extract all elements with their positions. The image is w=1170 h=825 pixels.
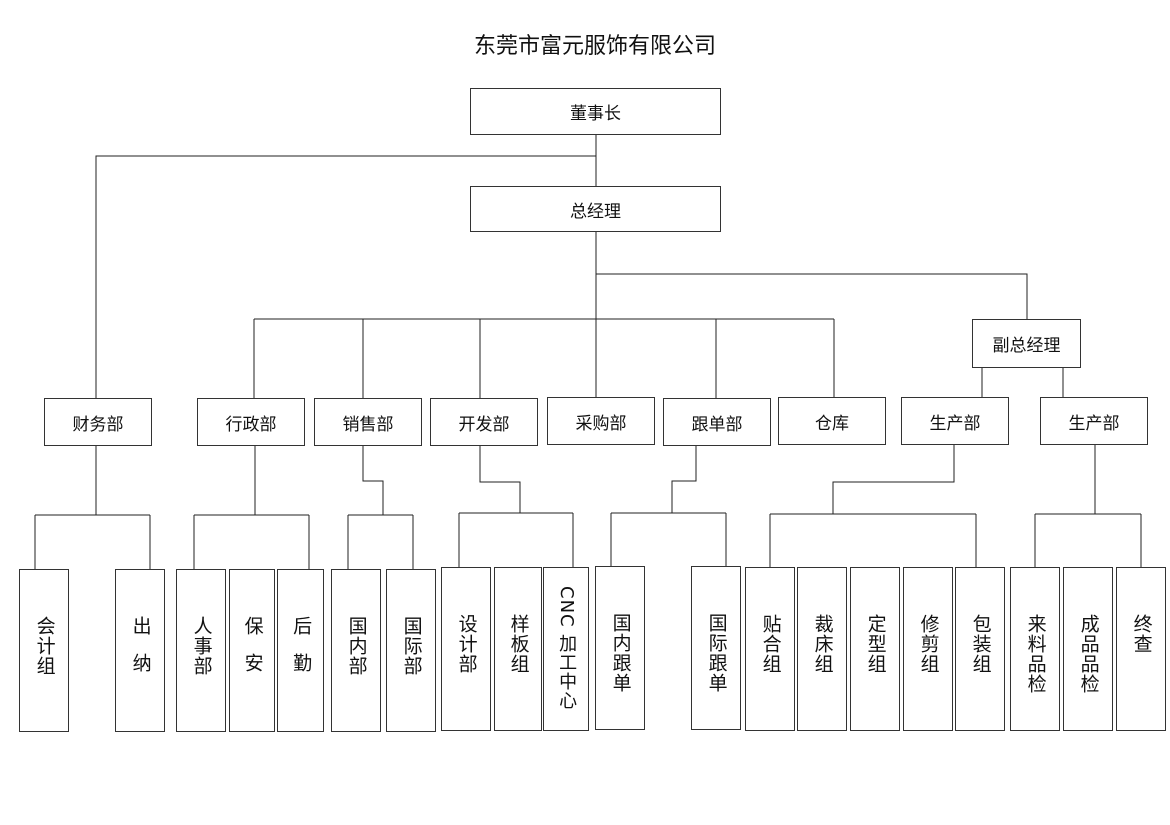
dept-sales-label: 销售部 [342, 414, 394, 435]
dept-sales: 销售部 [314, 398, 422, 446]
unit-product-qc: 成品品检 [1063, 567, 1113, 731]
unit-design-label: 设计部 [455, 614, 478, 674]
unit-domestic-merch-label: 国内跟单 [609, 613, 632, 693]
chairman-box: 董事长 [470, 88, 721, 135]
company-title: 东莞市富元服饰有限公司 [473, 34, 716, 59]
unit-logistics-label: 后勤 [290, 616, 313, 690]
unit-accounting: 会计组 [19, 569, 69, 732]
unit-packing: 包装组 [955, 567, 1005, 731]
unit-design: 设计部 [441, 567, 491, 731]
unit-cnc-label: CNC 加工中心 [556, 586, 578, 711]
unit-security: 保安 [229, 569, 275, 732]
dept-production-1-label: 生产部 [929, 413, 981, 434]
unit-domestic-label: 国内部 [345, 616, 368, 676]
vice-general-manager-box: 副总经理 [972, 319, 1081, 368]
unit-final-check-label: 终查 [1130, 614, 1153, 654]
dept-development: 开发部 [430, 398, 538, 446]
unit-cutting-label: 裁床组 [811, 614, 834, 674]
dept-warehouse: 仓库 [778, 397, 886, 445]
unit-hr-label: 人事部 [190, 616, 213, 676]
unit-domestic: 国内部 [331, 569, 381, 732]
dept-purchasing-label: 采购部 [575, 413, 627, 434]
unit-pattern-label: 样板组 [507, 614, 530, 674]
unit-international: 国际部 [386, 569, 436, 732]
unit-international-label: 国际部 [400, 616, 423, 676]
dept-finance: 财务部 [44, 398, 152, 446]
unit-final-check: 终查 [1116, 567, 1166, 731]
unit-product-qc-label: 成品品检 [1077, 614, 1100, 694]
general-manager-box: 总经理 [470, 186, 721, 232]
dept-production-2: 生产部 [1040, 397, 1148, 445]
dept-merchandising-label: 跟单部 [691, 414, 743, 435]
unit-shaping: 定型组 [850, 567, 900, 731]
unit-trimming-label: 修剪组 [917, 614, 940, 674]
unit-intl-merch-label: 国际跟单 [705, 613, 728, 693]
dept-merchandising: 跟单部 [663, 398, 771, 446]
unit-bonding-label: 贴合组 [759, 614, 782, 674]
dept-warehouse-label: 仓库 [815, 413, 849, 434]
dept-admin-label: 行政部 [225, 414, 277, 435]
unit-hr: 人事部 [176, 569, 226, 732]
unit-logistics: 后勤 [277, 569, 324, 732]
unit-cashier-label: 出纳 [129, 616, 152, 690]
unit-shaping-label: 定型组 [864, 614, 887, 674]
vice-general-manager-label: 副总经理 [992, 336, 1061, 356]
unit-trimming: 修剪组 [903, 567, 953, 731]
unit-pattern: 样板组 [494, 567, 542, 731]
unit-cutting: 裁床组 [797, 567, 847, 731]
unit-bonding: 贴合组 [745, 567, 795, 731]
unit-packing-label: 包装组 [969, 614, 992, 674]
unit-cashier: 出纳 [115, 569, 165, 732]
dept-production-1: 生产部 [901, 397, 1009, 445]
dept-development-label: 开发部 [458, 414, 510, 435]
unit-cnc: CNC 加工中心 [543, 567, 589, 731]
dept-production-2-label: 生产部 [1068, 413, 1120, 434]
unit-incoming-qc: 来料品检 [1010, 567, 1060, 731]
chairman-label: 董事长 [570, 104, 621, 124]
dept-finance-label: 财务部 [72, 414, 124, 435]
dept-admin: 行政部 [197, 398, 305, 446]
unit-incoming-qc-label: 来料品检 [1024, 614, 1047, 694]
dept-purchasing: 采购部 [547, 397, 655, 445]
unit-intl-merch: 国际跟单 [691, 566, 741, 730]
unit-domestic-merch: 国内跟单 [595, 566, 645, 730]
general-manager-label: 总经理 [570, 201, 621, 222]
unit-accounting-label: 会计组 [33, 616, 56, 676]
unit-security-label: 保安 [241, 616, 264, 690]
